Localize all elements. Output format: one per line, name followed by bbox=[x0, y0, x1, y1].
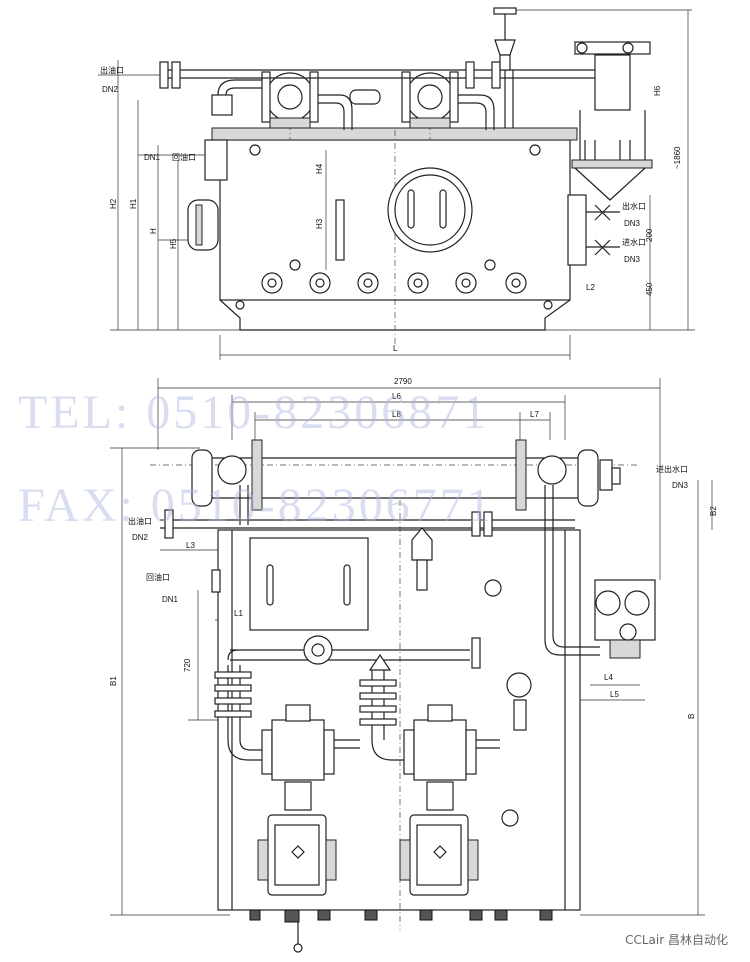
label-plan-oil-return: 回油口 bbox=[146, 572, 170, 582]
label-l8: L8 bbox=[392, 410, 401, 419]
tank-base bbox=[219, 299, 571, 331]
oil-return-port bbox=[204, 139, 228, 181]
label-b1: B1 bbox=[109, 676, 118, 686]
label-water-inlet: 进水口 bbox=[622, 237, 646, 247]
label-oil-outlet: 出油口 bbox=[100, 65, 124, 75]
pump-left bbox=[261, 71, 319, 129]
label-dn3-a: DN3 bbox=[624, 219, 641, 228]
label-dn3-b: DN3 bbox=[624, 255, 641, 264]
label-oil-return: 回油口 bbox=[172, 152, 196, 162]
label-720: 720 bbox=[183, 658, 192, 672]
label-b2: B2 bbox=[709, 506, 718, 516]
label-1860: ~1860 bbox=[673, 146, 682, 169]
label-water-outlet: 出水口 bbox=[622, 201, 646, 211]
level-gauge bbox=[335, 199, 345, 261]
label-plan-oil-outlet: 出油口 bbox=[128, 516, 152, 526]
label-2790: 2790 bbox=[394, 377, 412, 386]
top-valve bbox=[493, 7, 517, 128]
label-dn3: DN3 bbox=[672, 481, 689, 490]
bottom-feet bbox=[249, 909, 553, 953]
front-view: 出油口 DN2 DN1 回油口 H2 H1 H H5 H4 H3 H6 ~186… bbox=[98, 7, 695, 360]
plan-view: 2790 L6 L8 L7 进出水口 DN3 B2 出油口 DN2 L3 回油口… bbox=[109, 377, 718, 953]
water-port-flange bbox=[567, 194, 587, 266]
bottom-nozzles bbox=[261, 259, 527, 294]
label-200: 200 bbox=[645, 228, 654, 242]
pump-motor-right bbox=[399, 704, 500, 896]
label-h: H bbox=[149, 228, 158, 234]
label-plan-dn2: DN2 bbox=[132, 533, 149, 542]
label-l6: L6 bbox=[392, 392, 401, 401]
label-l5: L5 bbox=[610, 690, 619, 699]
label-dn2: DN2 bbox=[102, 85, 119, 94]
header-pipe bbox=[191, 439, 621, 511]
label-b: B bbox=[687, 714, 696, 719]
label-plan-dn1: DN1 bbox=[162, 595, 179, 604]
label-h1: H1 bbox=[129, 198, 138, 209]
manhole bbox=[387, 167, 473, 253]
pump-right bbox=[401, 71, 459, 129]
label-l2: L2 bbox=[586, 283, 595, 292]
label-h3: H3 bbox=[315, 218, 324, 229]
label-l1: L1 bbox=[234, 609, 243, 618]
label-l7: L7 bbox=[530, 410, 539, 419]
label-l3: L3 bbox=[186, 541, 195, 550]
label-h6: H6 bbox=[653, 85, 662, 96]
label-dn1: DN1 bbox=[144, 153, 161, 162]
label-l: L bbox=[393, 344, 398, 353]
label-h2: H2 bbox=[109, 198, 118, 209]
label-water-in-out: 进出水口 bbox=[656, 464, 688, 474]
credit-text: CCLair 昌林自动化 bbox=[625, 933, 728, 947]
tank-top-frame bbox=[211, 127, 578, 141]
label-450: 450 bbox=[645, 282, 654, 296]
filter-assembly bbox=[571, 41, 653, 201]
label-l4: L4 bbox=[604, 673, 613, 682]
label-h5: H5 bbox=[169, 238, 178, 249]
left-risers bbox=[214, 665, 404, 761]
label-h4: H4 bbox=[315, 163, 324, 174]
pump-motor-left bbox=[257, 704, 360, 896]
top-piping bbox=[159, 61, 600, 130]
water-valves bbox=[586, 204, 620, 256]
filter-plan bbox=[594, 579, 656, 659]
